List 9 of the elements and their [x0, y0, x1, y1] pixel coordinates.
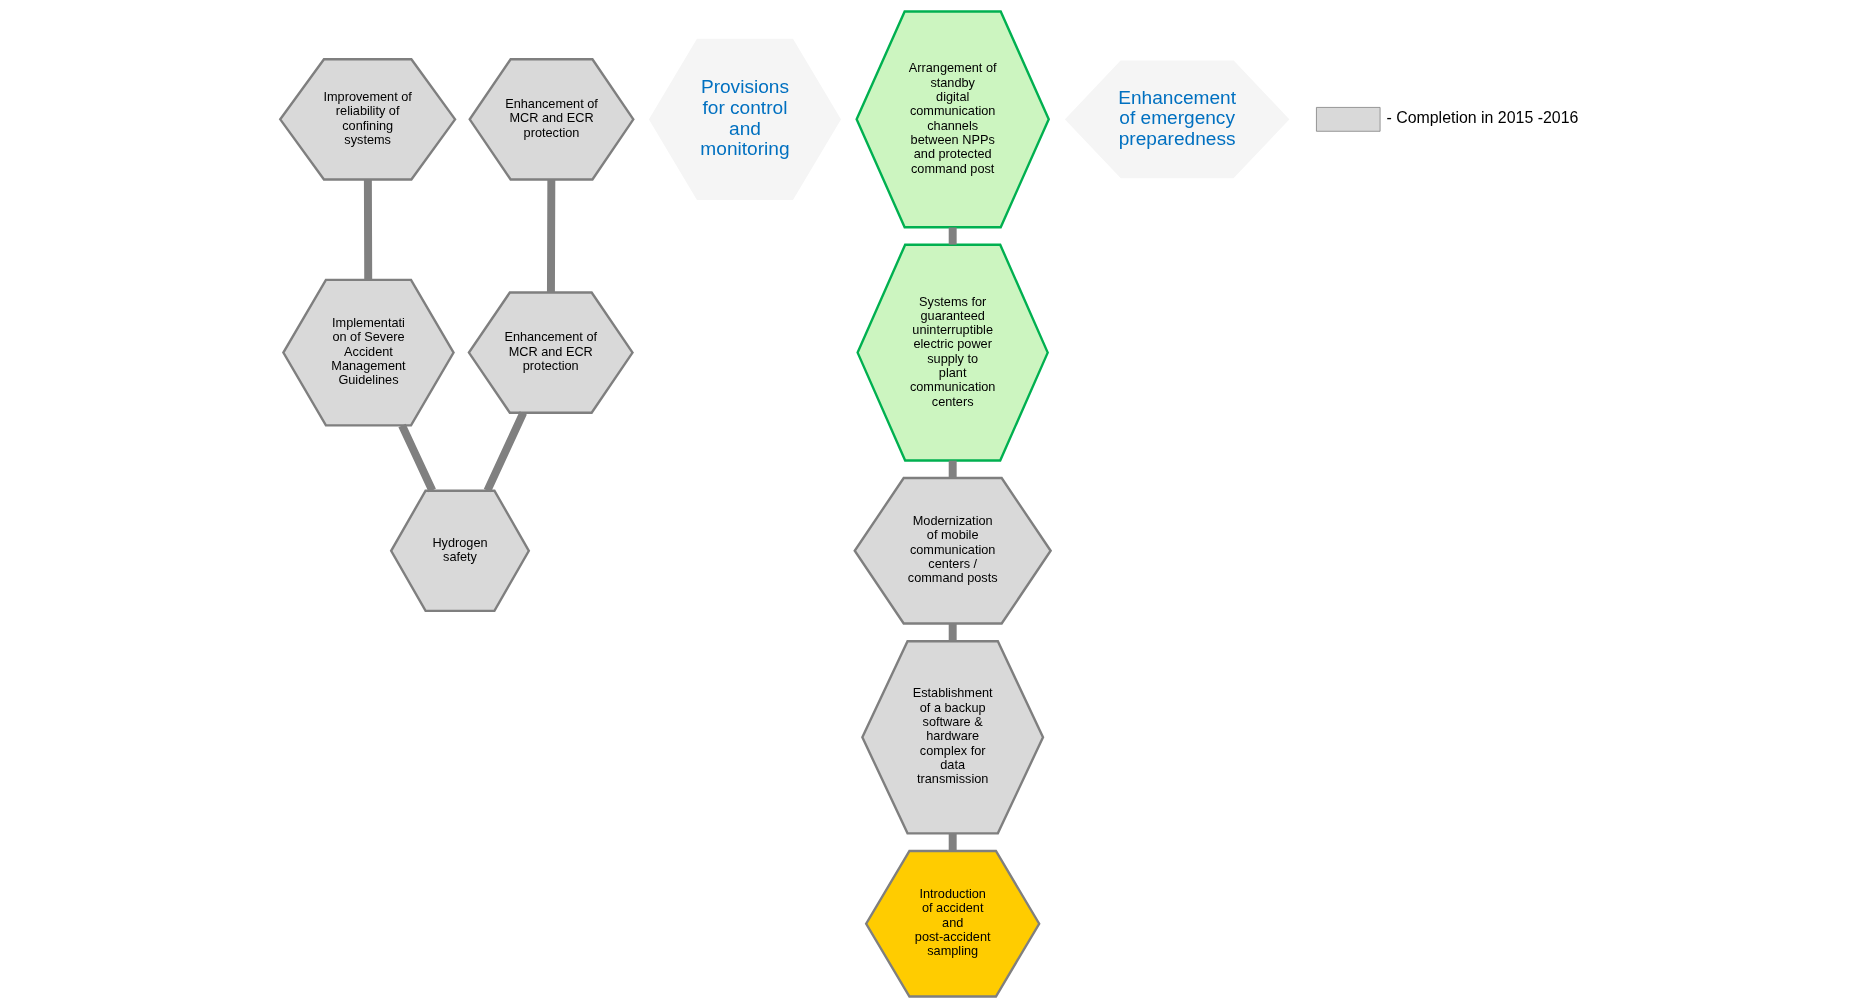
connector: [948, 623, 957, 642]
connector: [546, 179, 556, 293]
connector: [483, 411, 527, 493]
connector: [363, 179, 373, 280]
connector: [948, 460, 957, 478]
connector: [398, 423, 436, 493]
connector: [948, 227, 957, 245]
legend-label: - Completion in 2015 -2016: [1386, 109, 1579, 127]
connector: [948, 833, 957, 851]
